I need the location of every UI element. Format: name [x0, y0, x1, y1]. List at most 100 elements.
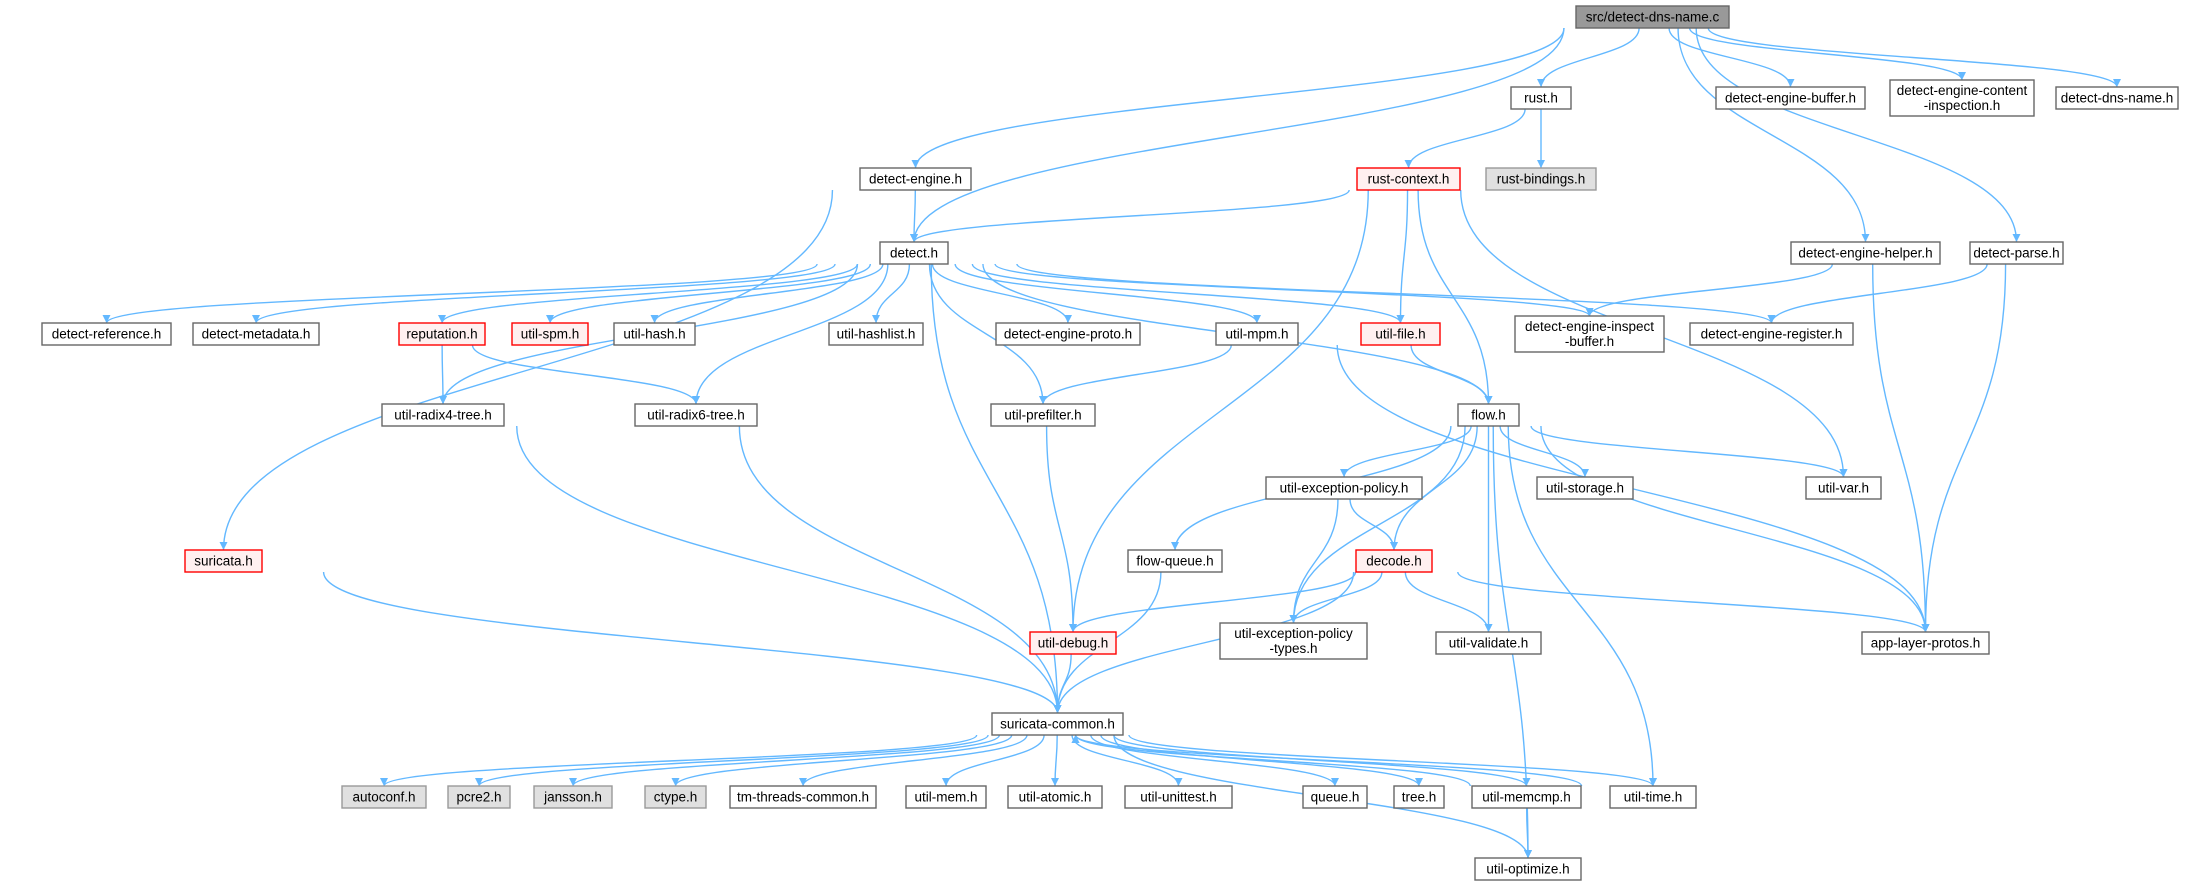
node-box	[990, 403, 1096, 427]
edge-decode_h-to-util_debug	[1069, 571, 1357, 633]
edge-line	[1707, 27, 2121, 88]
edge-det_eng_helper-to-app_layer	[1872, 263, 1930, 633]
node-util-prefilter[interactable]: util-prefilter.h	[990, 403, 1096, 427]
edge-line	[1404, 571, 1493, 633]
edge-detect_h-to-det_ref	[102, 263, 818, 324]
node-box	[729, 785, 877, 809]
node-util-storage[interactable]: util-storage.h	[1536, 476, 1634, 500]
node-util-unittest[interactable]: util-unittest.h	[1124, 785, 1233, 809]
edge-line	[546, 263, 872, 324]
node-decode-h[interactable]: decode.h	[1355, 549, 1433, 573]
node-label: detect-dns-name.h	[2061, 91, 2174, 106]
node-label: detect-parse.h	[1973, 246, 2059, 261]
node-label: ctype.h	[654, 790, 698, 805]
node-util-memcmp[interactable]: util-memcmp.h	[1471, 785, 1582, 809]
node-util-hashlist[interactable]: util-hashlist.h	[828, 322, 924, 346]
node-box	[41, 322, 172, 346]
node-label: detect-reference.h	[52, 327, 162, 342]
node-detect-h[interactable]: detect.h	[879, 241, 949, 265]
node-det-dns-name-h[interactable]: detect-dns-name.h	[2055, 86, 2179, 110]
node-det-ref[interactable]: detect-reference.h	[41, 322, 172, 346]
node-det-eng-reg[interactable]: detect-engine-register.h	[1689, 322, 1854, 346]
edge-line	[931, 263, 1072, 324]
edge-util_time-to-sur_common	[1071, 734, 1583, 787]
node-det-meta[interactable]: detect-metadata.h	[192, 322, 320, 346]
node-util-mem[interactable]: util-mem.h	[905, 785, 987, 809]
node-util-spm[interactable]: util-spm.h	[511, 322, 589, 346]
node-label: flow-queue.h	[1136, 554, 1213, 569]
edge-line	[738, 425, 1062, 714]
node-box	[991, 712, 1124, 736]
node-util-time[interactable]: util-time.h	[1609, 785, 1697, 809]
edge-sur_common-to-pcre2	[475, 734, 989, 787]
edge-line	[1767, 263, 1988, 324]
node-box	[613, 322, 696, 346]
node-util-debug[interactable]: util-debug.h	[1029, 631, 1117, 655]
node-suricata-h[interactable]: suricata.h	[184, 549, 263, 573]
edge-decode_h-to-util_validate	[1404, 571, 1493, 633]
node-box	[1360, 322, 1441, 346]
edge-root-to-det_dns_name_h	[1707, 27, 2121, 88]
node-queue-h[interactable]: queue.h	[1302, 785, 1368, 809]
node-label: suricata-common.h	[1000, 717, 1115, 732]
node-det-engine[interactable]: detect-engine.h	[859, 167, 972, 191]
node-app-layer[interactable]: app-layer-protos.h	[1861, 631, 1990, 655]
edge-line	[1668, 27, 1795, 88]
node-box	[1393, 785, 1445, 809]
edge-detect_h-to-det_meta	[252, 263, 836, 324]
node-det-eng-inspect[interactable]: detect-engine-inspect-buffer.h	[1514, 315, 1665, 353]
node-util-file[interactable]: util-file.h	[1360, 322, 1441, 346]
edge-line	[1523, 807, 1532, 859]
node-flow-queue[interactable]: flow-queue.h	[1127, 549, 1223, 573]
node-tm-threads[interactable]: tm-threads-common.h	[729, 785, 877, 809]
node-radix6[interactable]: util-radix6-tree.h	[634, 403, 758, 427]
edge-line	[1051, 734, 1060, 787]
node-box	[828, 322, 924, 346]
node-box	[995, 322, 1141, 346]
node-label: util-spm.h	[521, 327, 580, 342]
node-det-eng-proto[interactable]: detect-engine-proto.h	[995, 322, 1141, 346]
node-label: util-var.h	[1818, 481, 1869, 496]
edge-flow_h-to-decode_h	[1390, 425, 1478, 551]
edge-line	[569, 734, 1001, 787]
node-pcre2: pcre2.h	[447, 785, 511, 809]
node-root[interactable]: src/detect-dns-name.c	[1575, 5, 1730, 29]
edge-line	[971, 263, 1405, 324]
node-util-optimize[interactable]: util-optimize.h	[1474, 857, 1582, 881]
edge-decode_h-to-sur_common	[1053, 571, 1355, 714]
node-util-validate[interactable]: util-validate.h	[1435, 631, 1542, 655]
edge-line	[1872, 263, 1930, 633]
node-box	[644, 785, 707, 809]
edge-sur_common-to-util_atomic	[1051, 734, 1060, 787]
node-det-eng-ci[interactable]: detect-engine-content-inspection.h	[1889, 79, 2035, 117]
edge-flow_h-to-util_exc_pol	[1340, 425, 1472, 478]
node-reputation[interactable]: reputation.h	[398, 322, 486, 346]
node-label: util-radix6-tree.h	[647, 408, 745, 423]
edge-sur_common-to-util_mem	[942, 734, 1045, 787]
node-util-atomic[interactable]: util-atomic.h	[1007, 785, 1103, 809]
node-util-var[interactable]: util-var.h	[1805, 476, 1882, 500]
node-box	[1969, 241, 2064, 265]
node-label: decode.h	[1366, 554, 1422, 569]
node-tree-h[interactable]: tree.h	[1393, 785, 1445, 809]
edge-line	[252, 263, 836, 324]
node-rust-ctx[interactable]: rust-context.h	[1356, 167, 1461, 191]
node-util-mpm[interactable]: util-mpm.h	[1215, 322, 1299, 346]
edge-rust_ctx-to-flow_h	[1417, 189, 1493, 405]
node-det-eng-helper[interactable]: detect-engine-helper.h	[1790, 241, 1941, 265]
node-flow-h[interactable]: flow.h	[1457, 403, 1520, 427]
node-rust-h[interactable]: rust.h	[1510, 86, 1572, 110]
node-label: util-atomic.h	[1019, 790, 1092, 805]
node-box	[859, 167, 972, 191]
edge-decode_h-to-app_layer	[1457, 571, 1930, 633]
node-util-exc-pol[interactable]: util-exception-policy.h	[1265, 476, 1423, 500]
node-util-hash[interactable]: util-hash.h	[613, 322, 696, 346]
node-sur-common[interactable]: suricata-common.h	[991, 712, 1124, 736]
edge-detect_h-to-util_hashlist	[872, 263, 911, 324]
node-util-exc-types[interactable]: util-exception-policy-types.h	[1219, 622, 1368, 660]
node-det-parse[interactable]: detect-parse.h	[1969, 241, 2064, 265]
node-radix4[interactable]: util-radix4-tree.h	[381, 403, 505, 427]
node-det-eng-buf[interactable]: detect-engine-buffer.h	[1715, 86, 1866, 110]
edge-line	[1053, 571, 1355, 714]
nodes-layer: src/detect-dns-name.c rust.h detect-engine…	[41, 5, 2179, 881]
